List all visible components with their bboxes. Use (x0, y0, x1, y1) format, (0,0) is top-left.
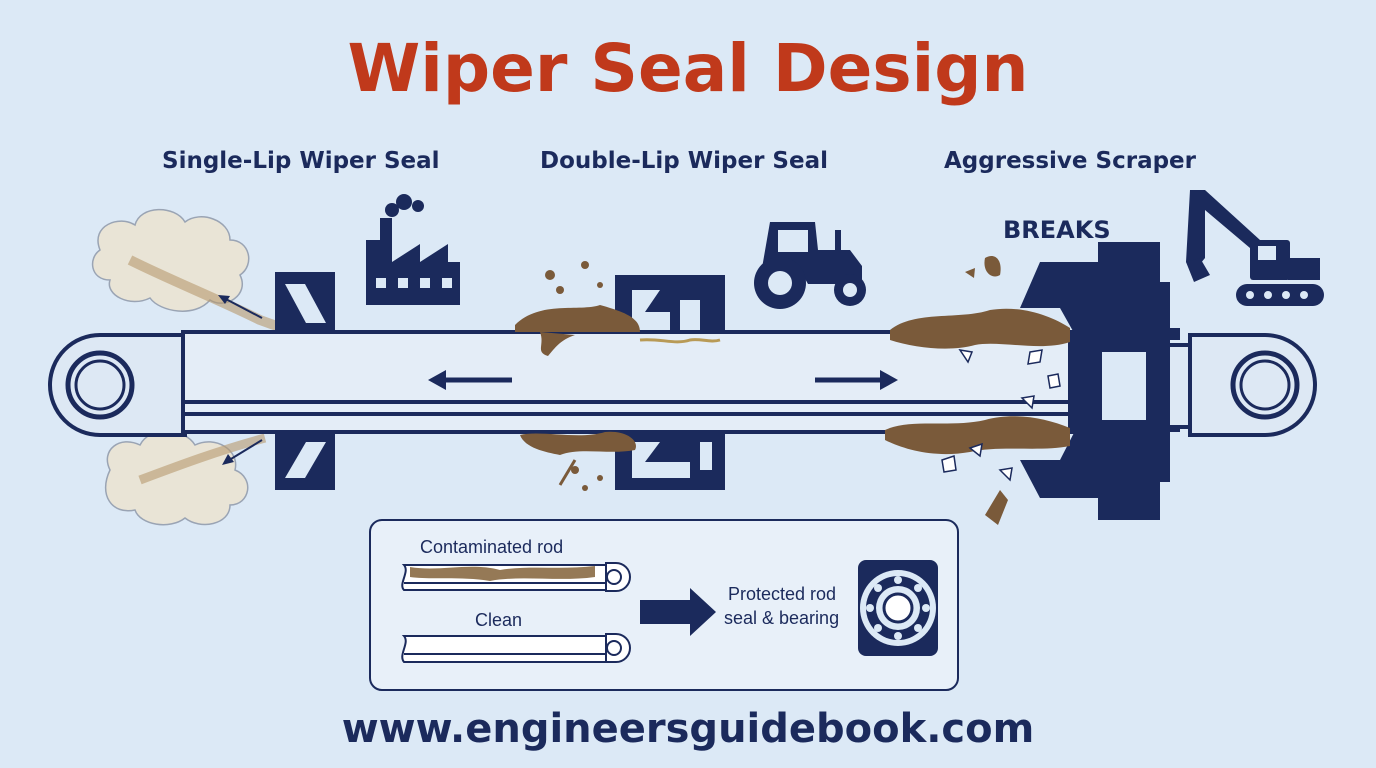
aggressive-scraper (1020, 242, 1180, 520)
right-rod-eye (1158, 333, 1317, 437)
debris-fragments (941, 348, 1061, 482)
excavator-icon (1186, 190, 1324, 306)
protected-label-line2: seal & bearing (724, 608, 840, 628)
footer-url: www.engineersguidebook.com (341, 706, 1035, 752)
bearing-icon (858, 560, 938, 656)
clean-rod-label: Clean (475, 610, 523, 630)
dirt-double (515, 261, 640, 491)
dirt-scraper (885, 255, 1070, 525)
retract-arrow (428, 370, 512, 390)
tractor-icon (754, 222, 866, 309)
double-lip-label: Double-Lip Wiper Seal (540, 148, 829, 174)
inset-panel (369, 519, 959, 691)
page-title: Wiper Seal Design (347, 30, 1029, 107)
result-arrow (640, 588, 716, 636)
breaks-label: BREAKS (1003, 216, 1111, 244)
protected-label-line1: Protected rod (728, 584, 837, 604)
left-rod-eye (48, 333, 187, 437)
contaminated-rod-label: Contaminated rod (420, 537, 564, 557)
factory-icon (366, 194, 460, 305)
single-lip-label: Single-Lip Wiper Seal (162, 148, 440, 174)
single-lip-seal (275, 272, 335, 490)
double-lip-seal (615, 275, 725, 490)
aggressive-scraper-label: Aggressive Scraper (944, 148, 1197, 174)
dust-cloud-bottom (104, 430, 267, 526)
extend-arrow (815, 370, 898, 390)
piston-rod (181, 330, 1085, 434)
